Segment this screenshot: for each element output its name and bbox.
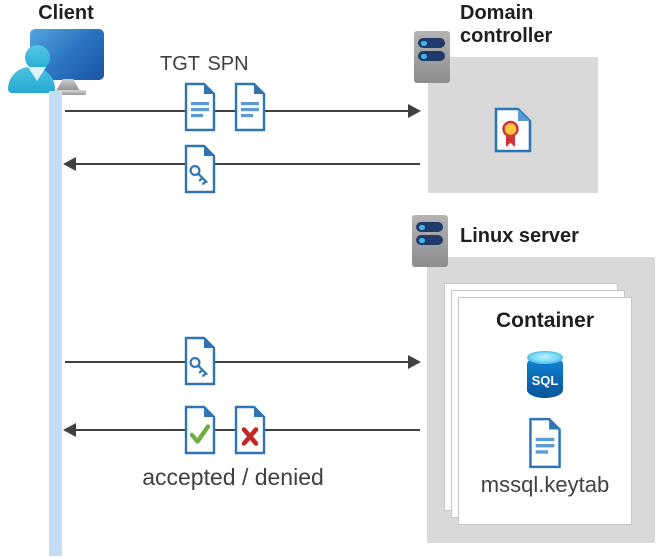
key-document-icon <box>184 144 216 194</box>
certificate-icon <box>494 107 532 153</box>
linux-server-icon <box>412 215 448 267</box>
monitor-base <box>50 90 86 95</box>
sql-database-icon: SQL <box>527 351 563 398</box>
client-icon <box>0 0 120 100</box>
user-collar <box>28 67 46 81</box>
domain-controller-title: Domain controller <box>460 2 553 47</box>
client-lifeline <box>49 91 62 556</box>
keytab-label: mssql.keytab <box>480 472 610 497</box>
server-led-icon <box>419 237 425 243</box>
arrow-dc-to-client <box>76 163 420 165</box>
domain-controller-server-icon <box>414 31 450 83</box>
server-led-icon <box>421 53 427 59</box>
arrowhead-right-icon <box>408 355 421 369</box>
monitor-stand <box>56 79 80 91</box>
accepted-document-icon <box>184 405 216 455</box>
arrowhead-left-icon <box>63 423 76 437</box>
arrow-client-to-linux <box>65 361 412 363</box>
container-card-front <box>458 297 632 525</box>
accepted-denied-label: accepted / denied <box>142 464 324 490</box>
tgt-document-icon <box>184 82 216 132</box>
server-led-icon <box>419 224 425 230</box>
client-title: Client <box>38 2 94 24</box>
arrowhead-left-icon <box>63 157 76 171</box>
spn-label: SPN <box>207 53 249 75</box>
key-document-icon <box>184 336 216 386</box>
server-led-icon <box>421 40 427 46</box>
user-icon <box>25 45 50 70</box>
keytab-file-icon <box>529 417 561 469</box>
container-title: Container <box>495 309 594 332</box>
spn-document-icon <box>234 82 266 132</box>
arrowhead-right-icon <box>408 104 421 118</box>
denied-document-icon <box>234 405 266 455</box>
sql-label: SQL <box>531 373 559 388</box>
linux-server-title: Linux server <box>460 225 579 247</box>
tgt-label: TGT <box>160 53 200 75</box>
sql-cylinder-top <box>527 351 563 364</box>
